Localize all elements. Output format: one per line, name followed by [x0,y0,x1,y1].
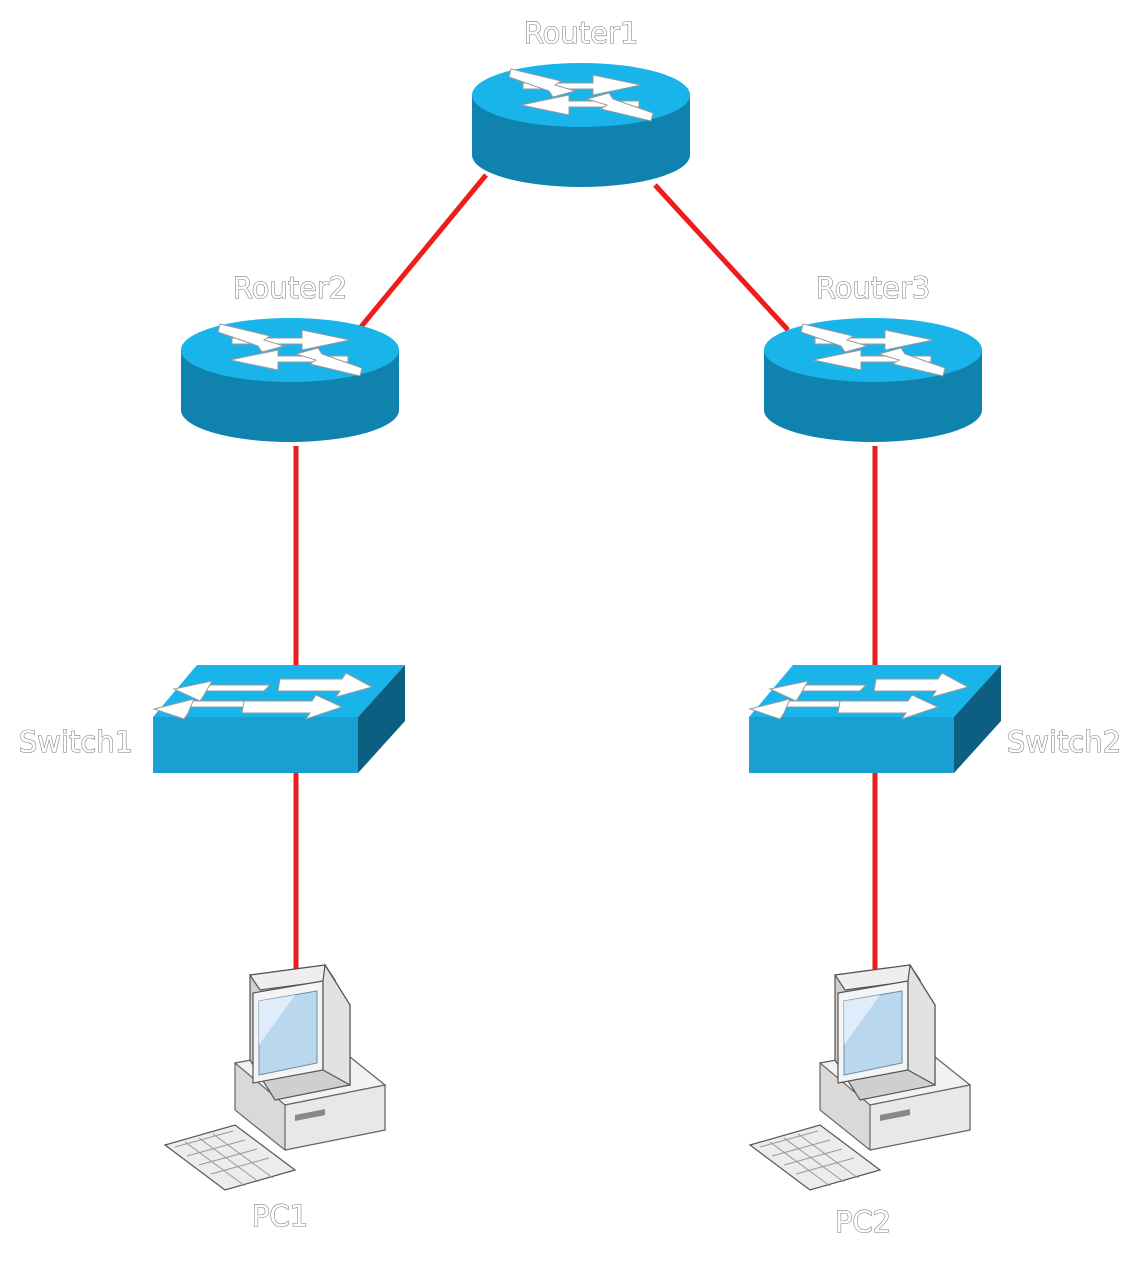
pc1-icon[interactable] [164,964,386,1191]
router1-icon[interactable] [471,62,691,188]
switch2-icon[interactable] [748,664,1002,774]
router1-label: Router1 [524,16,639,50]
switch1-icon[interactable] [152,664,406,774]
switch1-label: Switch1 [19,725,133,759]
links [293,173,878,975]
pc1-label: PC1 [252,1199,308,1233]
link-router1-router3 [653,183,790,332]
pc2-icon[interactable] [749,964,971,1191]
router2-icon[interactable] [180,317,400,443]
router3-label: Router3 [816,271,931,305]
switch2-label: Switch2 [1007,725,1121,759]
router2-label: Router2 [233,271,348,305]
link-router1-router2 [358,173,488,330]
router3-icon[interactable] [763,317,983,443]
pc2-label: PC2 [835,1205,891,1239]
